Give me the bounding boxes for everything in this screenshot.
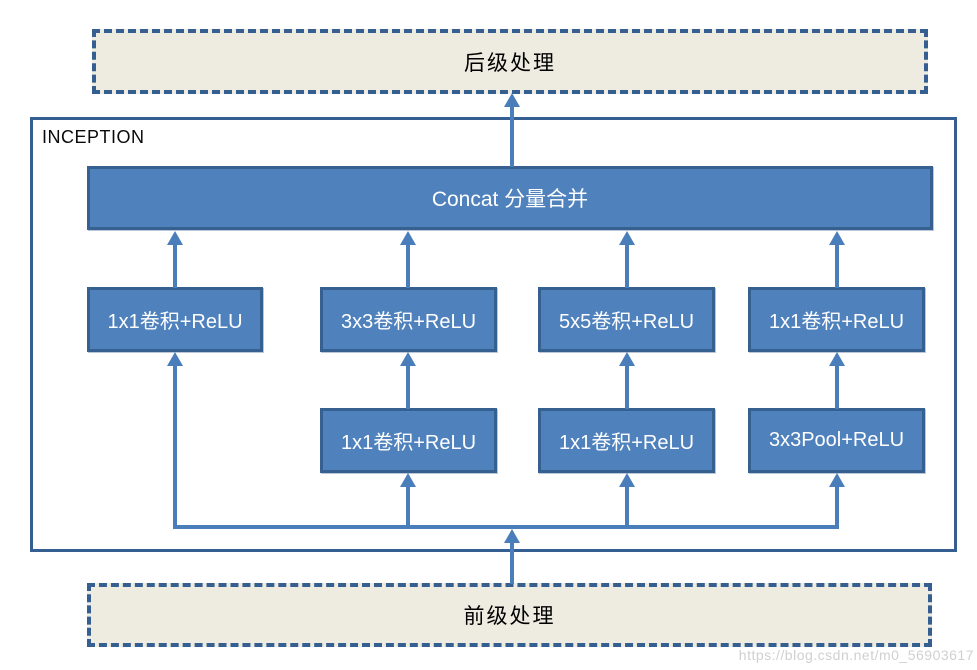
arrow-branch1-to-concat-head-icon — [167, 231, 183, 245]
branch-node-label: 1x1卷积+ReLU — [107, 311, 243, 333]
inception-container — [30, 117, 957, 552]
riser-to-input3-stem — [835, 487, 839, 525]
pre-processing-box: 前级处理 — [87, 583, 932, 647]
branch-node-1x1-conv: 1x1卷积+ReLU — [87, 287, 263, 352]
pre-processing-label: 前级处理 — [463, 604, 556, 628]
branch-node-3x3-conv: 3x3卷积+ReLU — [320, 287, 497, 352]
input-node-3x3-pool: 3x3Pool+ReLU — [748, 408, 925, 473]
riser-to-input2-head-icon — [619, 473, 635, 487]
arrow-branch3-to-concat-stem — [625, 245, 629, 288]
branch-node-5x5-conv: 5x5卷积+ReLU — [538, 287, 715, 352]
branch-node-1x1-conv-proj: 1x1卷积+ReLU — [748, 287, 925, 352]
riser-to-input1-head-icon — [400, 473, 416, 487]
arrow-input1-to-branch2-stem — [406, 366, 410, 409]
arrow-pre-to-connector-head-icon — [504, 529, 520, 543]
arrow-branch2-to-concat-head-icon — [400, 231, 416, 245]
arrow-branch3-to-concat-head-icon — [619, 231, 635, 245]
post-processing-label: 后级处理 — [464, 50, 556, 75]
distribution-connector-line — [173, 525, 839, 529]
arrow-pre-to-connector-stem — [510, 543, 514, 584]
arrow-branch1-to-concat-stem — [173, 245, 177, 288]
arrow-input2-to-branch3-head-icon — [619, 352, 635, 366]
input-node-label: 3x3Pool+ReLU — [768, 429, 905, 451]
concat-node: Concat 分量合并 — [87, 166, 933, 230]
branch-node-label: 1x1卷积+ReLU — [768, 311, 905, 333]
riser-to-branch1-stem — [173, 366, 177, 525]
arrow-input1-to-branch2-head-icon — [400, 352, 416, 366]
input-node-1x1-conv-b: 1x1卷积+ReLU — [538, 408, 715, 473]
branch-node-label: 3x3卷积+ReLU — [340, 311, 477, 333]
arrow-input3-to-branch4-stem — [835, 366, 839, 409]
riser-to-input1-stem — [406, 487, 410, 525]
arrow-input2-to-branch3-stem — [625, 366, 629, 409]
post-processing-box: 后级处理 — [92, 29, 928, 94]
csdn-watermark: https://blog.csdn.net/m0_56903617 — [738, 647, 974, 663]
arrow-concat-to-post-head-icon — [504, 93, 520, 107]
inception-title: INCEPTION — [42, 127, 145, 147]
arrow-branch2-to-concat-stem — [406, 245, 410, 288]
arrow-branch4-to-concat-head-icon — [829, 231, 845, 245]
riser-to-branch1-head-icon — [167, 352, 183, 366]
input-node-label: 1x1卷积+ReLU — [340, 432, 477, 454]
concat-label: Concat 分量合并 — [431, 188, 589, 211]
input-node-1x1-conv-a: 1x1卷积+ReLU — [320, 408, 497, 473]
arrow-branch4-to-concat-stem — [835, 245, 839, 288]
arrow-input3-to-branch4-head-icon — [829, 352, 845, 366]
branch-node-label: 5x5卷积+ReLU — [558, 311, 695, 333]
input-node-label: 1x1卷积+ReLU — [558, 432, 695, 454]
arrow-concat-to-post-stem — [510, 107, 514, 167]
riser-to-input3-head-icon — [829, 473, 845, 487]
riser-to-input2-stem — [625, 487, 629, 525]
